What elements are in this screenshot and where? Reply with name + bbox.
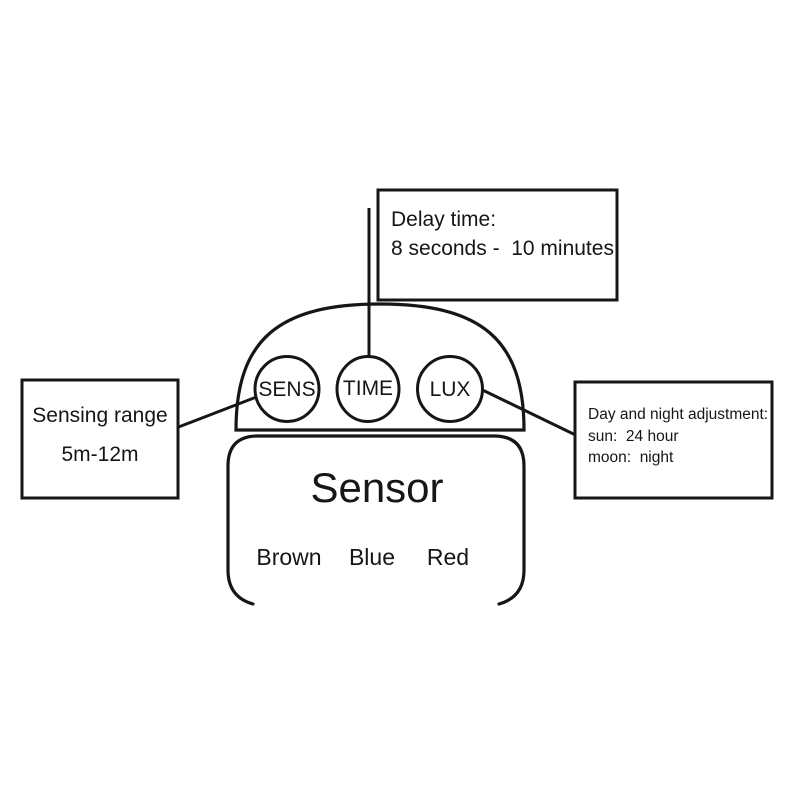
time-knob xyxy=(335,355,401,423)
device-name-label: Sensor xyxy=(310,464,444,511)
daynight-sun-label: sun: 24 hour xyxy=(588,428,679,445)
sens-knob xyxy=(253,355,321,423)
connector-line-daynight xyxy=(467,381,591,444)
daynight-title-label: Day and night adjustment: xyxy=(588,406,769,423)
lux-knob xyxy=(416,355,484,423)
sens-knob-label: SENS xyxy=(258,378,316,401)
wire-red-label: Red xyxy=(426,544,470,570)
wire-brown-label: Brown xyxy=(256,544,322,570)
delay-title-label: Delay time: xyxy=(391,208,497,231)
lux-knob-label: LUX xyxy=(429,378,471,401)
daynight-box xyxy=(573,380,774,500)
wire-blue-label: Blue xyxy=(348,544,396,570)
device-body-outline xyxy=(226,434,526,606)
delay-value-label: 8 seconds - 10 minutes xyxy=(391,237,614,260)
sensing-range-label: Sensing range xyxy=(32,404,168,427)
delay-box xyxy=(376,188,619,302)
daynight-moon-label: moon: night xyxy=(588,449,674,466)
sensing-range-value: 5m-12m xyxy=(61,443,139,466)
sensing-box xyxy=(20,378,180,500)
time-knob-label: TIME xyxy=(342,377,394,400)
